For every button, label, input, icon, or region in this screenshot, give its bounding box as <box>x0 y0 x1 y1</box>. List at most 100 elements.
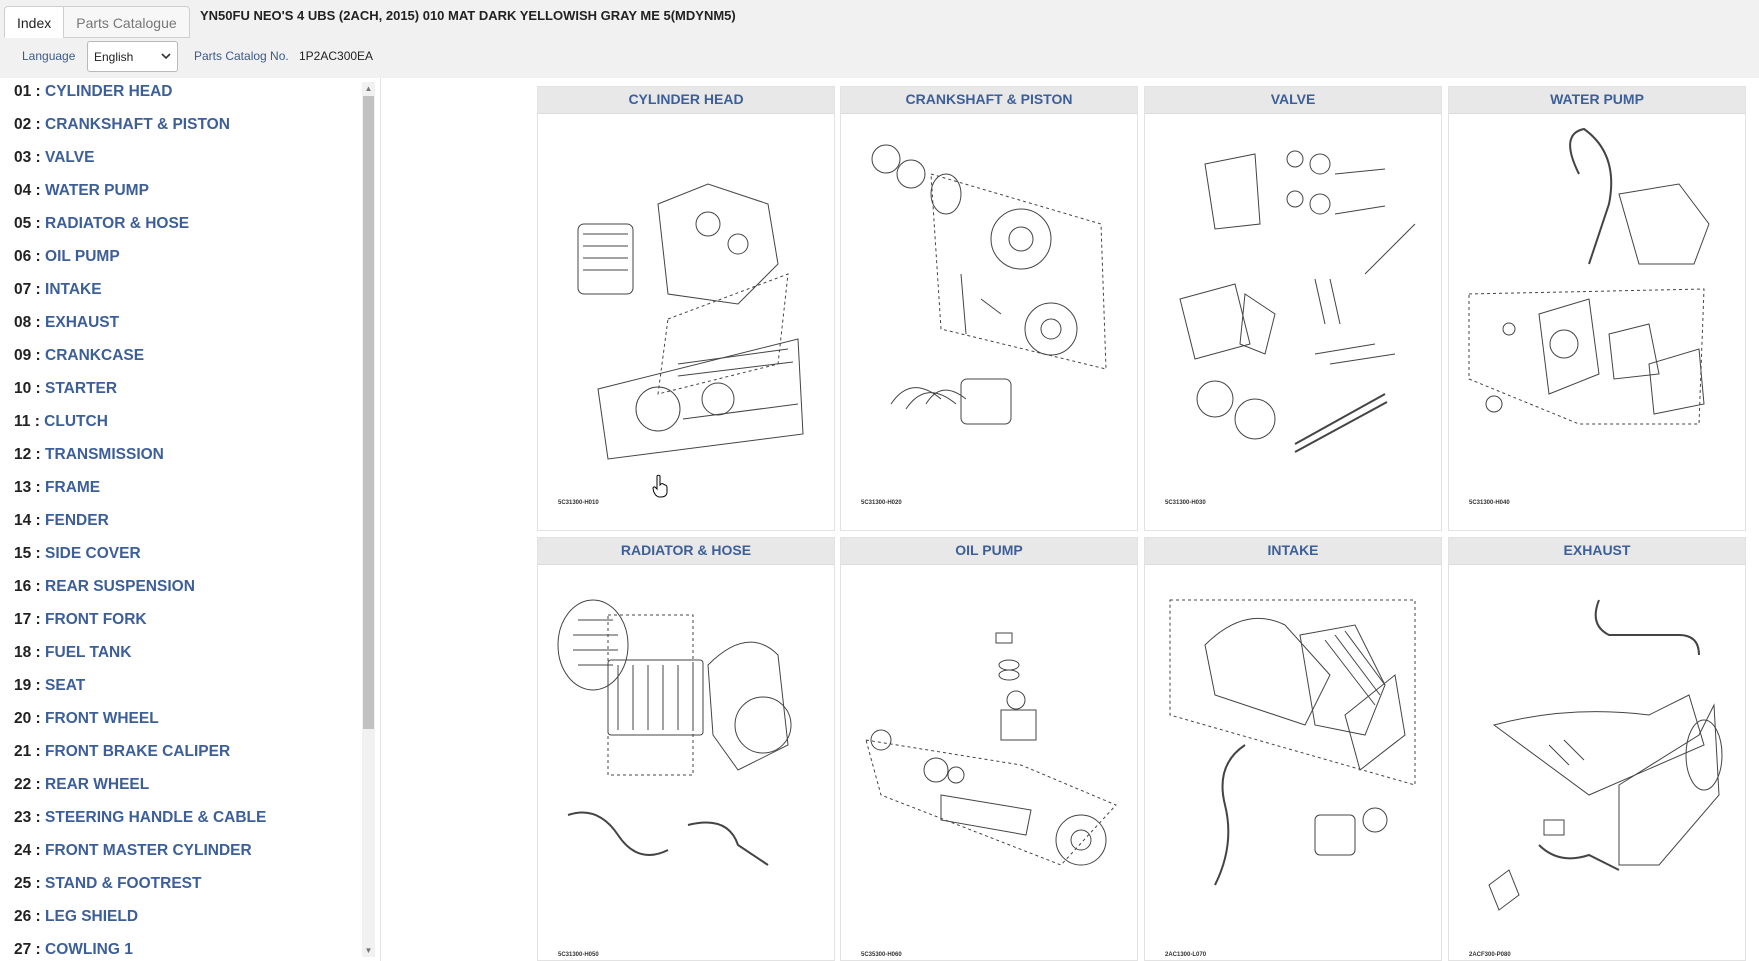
scrollbar-thumb[interactable] <box>363 96 374 729</box>
sidebar-item-label[interactable]: REAR SUSPENSION <box>45 578 195 595</box>
sidebar-item-label[interactable]: STARTER <box>45 380 118 397</box>
sidebar-item-oil-pump[interactable]: 06 : OIL PUMP <box>0 243 360 276</box>
sidebar-item-label[interactable]: RADIATOR & HOSE <box>45 215 190 232</box>
part-card-title[interactable]: CYLINDER HEAD <box>538 87 834 114</box>
part-card-valve[interactable]: VALVE 5C31300-H030 <box>1144 86 1442 531</box>
sidebar-item-label[interactable]: EXHAUST <box>45 314 120 331</box>
diagram-code: 5C31300-H040 <box>1469 500 1510 506</box>
part-card-title[interactable]: OIL PUMP <box>841 538 1137 565</box>
sidebar-item-number: 19 : <box>14 677 41 694</box>
sidebar-item-label[interactable]: CRANKSHAFT & PISTON <box>45 116 230 133</box>
sidebar-item-label[interactable]: REAR WHEEL <box>45 776 150 793</box>
part-card-title[interactable]: WATER PUMP <box>1449 87 1745 114</box>
sidebar-item-valve[interactable]: 03 : VALVE <box>0 144 360 177</box>
sidebar-item-label[interactable]: FRAME <box>45 479 101 496</box>
sidebar-item-label[interactable]: FENDER <box>45 512 109 529</box>
sidebar-item-front-wheel[interactable]: 20 : FRONT WHEEL <box>0 705 360 738</box>
sidebar-item-side-cover[interactable]: 15 : SIDE COVER <box>0 540 360 573</box>
sidebar-item-label[interactable]: TRANSMISSION <box>45 446 164 463</box>
sidebar-item-label[interactable]: CRANKCASE <box>45 347 145 364</box>
sidebar-item-label[interactable]: STEERING HANDLE & CABLE <box>45 809 267 826</box>
sidebar-item-stand-footrest[interactable]: 25 : STAND & FOOTREST <box>0 870 360 903</box>
sidebar-item-label[interactable]: SIDE COVER <box>45 545 141 562</box>
sidebar-item-label[interactable]: FRONT FORK <box>45 611 147 628</box>
sidebar-item-cylinder-head[interactable]: 01 : CYLINDER HEAD <box>0 78 360 111</box>
intake-diagram[interactable]: 2AC1300-L070 <box>1145 565 1441 961</box>
sidebar-list: 01 : CYLINDER HEAD 02 : CRANKSHAFT & PIS… <box>0 78 360 961</box>
diagram-code: 5C31300-H050 <box>558 952 599 958</box>
crankshaft-piston-diagram[interactable]: 5C31300-H020 <box>841 114 1137 531</box>
sidebar-item-number: 07 : <box>14 281 41 298</box>
sidebar-item-number: 09 : <box>14 347 41 364</box>
part-card-radiator-hose[interactable]: RADIATOR & HOSE 5C31300-H050 <box>537 537 835 961</box>
cylinder-head-diagram[interactable]: 5C31300-H010 <box>538 114 834 531</box>
sidebar-scrollbar[interactable]: ▲ ▼ <box>362 82 375 957</box>
sidebar-item-label[interactable]: LEG SHIELD <box>45 908 139 925</box>
part-card-intake[interactable]: INTAKE 2AC1300-L070 <box>1144 537 1442 961</box>
water-pump-diagram[interactable]: 5C31300-H040 <box>1449 114 1745 531</box>
radiator-hose-diagram[interactable]: 5C31300-H050 <box>538 565 834 961</box>
sidebar-item-clutch[interactable]: 11 : CLUTCH <box>0 408 360 441</box>
part-card-title[interactable]: INTAKE <box>1145 538 1441 565</box>
sidebar-item-water-pump[interactable]: 04 : WATER PUMP <box>0 177 360 210</box>
sidebar-item-rear-wheel[interactable]: 22 : REAR WHEEL <box>0 771 360 804</box>
sidebar-item-number: 06 : <box>14 248 41 265</box>
part-card-exhaust[interactable]: EXHAUST 2ACF300-P080 <box>1448 537 1746 961</box>
sidebar-item-front-brake-caliper[interactable]: 21 : FRONT BRAKE CALIPER <box>0 738 360 771</box>
sidebar-item-label[interactable]: WATER PUMP <box>45 182 149 199</box>
sidebar-item-crankcase[interactable]: 09 : CRANKCASE <box>0 342 360 375</box>
sidebar-item-label[interactable]: FRONT WHEEL <box>45 710 159 727</box>
sidebar-item-front-fork[interactable]: 17 : FRONT FORK <box>0 606 360 639</box>
valve-diagram[interactable]: 5C31300-H030 <box>1145 114 1441 531</box>
sidebar-item-frame[interactable]: 13 : FRAME <box>0 474 360 507</box>
tab-parts-catalogue[interactable]: Parts Catalogue <box>63 6 190 38</box>
sidebar-item-label[interactable]: COWLING 1 <box>45 941 133 958</box>
sidebar-item-transmission[interactable]: 12 : TRANSMISSION <box>0 441 360 474</box>
sidebar-item-label[interactable]: FRONT MASTER CYLINDER <box>45 842 252 859</box>
sidebar-item-front-master-cylinder[interactable]: 24 : FRONT MASTER CYLINDER <box>0 837 360 870</box>
sidebar-item-rear-suspension[interactable]: 16 : REAR SUSPENSION <box>0 573 360 606</box>
sidebar-item-label[interactable]: FRONT BRAKE CALIPER <box>45 743 231 760</box>
part-card-cylinder-head[interactable]: CYLINDER HEAD 5C31300-H010 <box>537 86 835 531</box>
sidebar-item-label[interactable]: VALVE <box>45 149 95 166</box>
sidebar-item-label[interactable]: CLUTCH <box>44 413 108 430</box>
diagram-code: 2ACF300-P080 <box>1469 952 1511 958</box>
sidebar-item-label[interactable]: STAND & FOOTREST <box>45 875 202 892</box>
sidebar-item-cowling-1[interactable]: 27 : COWLING 1 <box>0 936 360 961</box>
diagram-code: 2AC1300-L070 <box>1165 952 1207 958</box>
sidebar-item-radiator-hose[interactable]: 05 : RADIATOR & HOSE <box>0 210 360 243</box>
sidebar-item-fender[interactable]: 14 : FENDER <box>0 507 360 540</box>
sidebar-item-fuel-tank[interactable]: 18 : FUEL TANK <box>0 639 360 672</box>
sidebar-item-label[interactable]: CYLINDER HEAD <box>45 83 173 100</box>
part-card-crankshaft-piston[interactable]: CRANKSHAFT & PISTON 5C31300-H020 <box>840 86 1138 531</box>
sidebar-item-number: 21 : <box>14 743 41 760</box>
sidebar-item-label[interactable]: SEAT <box>45 677 86 694</box>
sidebar-item-crankshaft-piston[interactable]: 02 : CRANKSHAFT & PISTON <box>0 111 360 144</box>
sidebar-item-label[interactable]: FUEL TANK <box>45 644 132 661</box>
sidebar-item-seat[interactable]: 19 : SEAT <box>0 672 360 705</box>
sidebar-item-leg-shield[interactable]: 26 : LEG SHIELD <box>0 903 360 936</box>
scroll-up-arrow-icon[interactable]: ▲ <box>364 84 373 93</box>
sidebar-item-starter[interactable]: 10 : STARTER <box>0 375 360 408</box>
sidebar-item-label[interactable]: INTAKE <box>45 281 102 298</box>
diagram-code: 5C31300-H010 <box>558 500 599 506</box>
part-card-title[interactable]: CRANKSHAFT & PISTON <box>841 87 1137 114</box>
sidebar-item-label[interactable]: OIL PUMP <box>45 248 120 265</box>
scroll-down-arrow-icon[interactable]: ▼ <box>364 946 373 955</box>
sidebar-item-steering-handle-cable[interactable]: 23 : STEERING HANDLE & CABLE <box>0 804 360 837</box>
sidebar-item-number: 03 : <box>14 149 41 166</box>
sidebar: 01 : CYLINDER HEAD 02 : CRANKSHAFT & PIS… <box>0 78 381 961</box>
sidebar-item-exhaust[interactable]: 08 : EXHAUST <box>0 309 360 342</box>
part-card-title[interactable]: RADIATOR & HOSE <box>538 538 834 565</box>
part-card-title[interactable]: VALVE <box>1145 87 1441 114</box>
language-select[interactable]: English <box>87 41 178 72</box>
sidebar-item-number: 11 : <box>14 413 40 430</box>
tab-index[interactable]: Index <box>4 6 65 38</box>
part-card-title[interactable]: EXHAUST <box>1449 538 1745 565</box>
part-card-water-pump[interactable]: WATER PUMP 5C31300-H040 <box>1448 86 1746 531</box>
oil-pump-diagram[interactable]: 5C35300-H060 <box>841 565 1137 961</box>
sidebar-item-number: 08 : <box>14 314 41 331</box>
part-card-oil-pump[interactable]: OIL PUMP 5C35300-H060 <box>840 537 1138 961</box>
sidebar-item-intake[interactable]: 07 : INTAKE <box>0 276 360 309</box>
exhaust-diagram[interactable]: 2ACF300-P080 <box>1449 565 1745 961</box>
